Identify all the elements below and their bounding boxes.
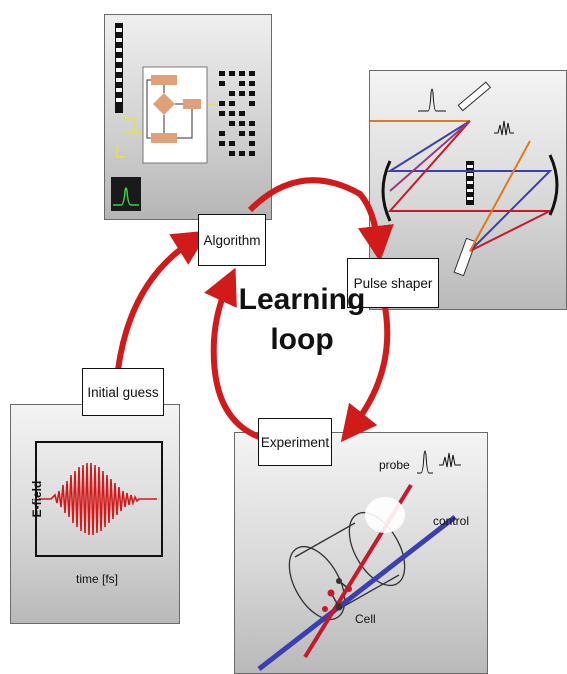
pulse-shaper-graphic [370,81,559,277]
grating-bottom [453,237,477,277]
arrow-initial-to-algorithm [115,230,210,371]
probe-pulse-icon [417,450,433,474]
pixel-column [115,23,123,113]
experiment-panel: probe control Cell [234,432,488,674]
e-field-label: E-field [30,481,44,518]
e-field-waveform [39,462,157,536]
input-pulse-icon [418,88,446,112]
title-line-1: Learning [238,283,366,316]
waveform-plot-frame [35,441,163,557]
flowchart [146,75,201,143]
molecules [322,578,352,612]
control-label: control [433,514,469,528]
experiment-graphic: probe control Cell [257,450,469,671]
algorithm-panel-graphic [111,23,255,211]
beams [370,120,553,252]
initial-guess-panel: E-field time [fs] [10,404,180,624]
left-mirror [381,160,392,222]
learning-loop-title: Learning loop [232,280,372,360]
binary-grid [219,71,255,156]
focus-spot [365,497,405,533]
right-mirror [548,154,559,216]
cell-label: Cell [355,612,376,626]
experiment-node[interactable]: Experiment [258,418,332,466]
spectrum-display [111,177,141,211]
initial-guess-node[interactable]: Initial guess [82,368,164,416]
pixel-mask [466,161,474,205]
feed-lines [116,104,217,158]
title-line-2: loop [270,323,334,356]
control-beam [257,515,457,671]
probe-label: probe [379,458,410,472]
grating-top [457,81,492,112]
shaped-pulse-icon [494,120,514,136]
algorithm-node[interactable]: Algorithm [198,214,266,266]
algorithm-panel [104,14,272,220]
cell-cylinder [288,512,406,620]
control-pulse-icon [439,452,461,468]
spectrum-trace [113,187,139,206]
waveform-graphic: E-field time [fs] [30,462,157,586]
time-label: time [fs] [76,572,118,586]
pulse-shaper-node[interactable]: Pulse shaper [347,258,439,308]
